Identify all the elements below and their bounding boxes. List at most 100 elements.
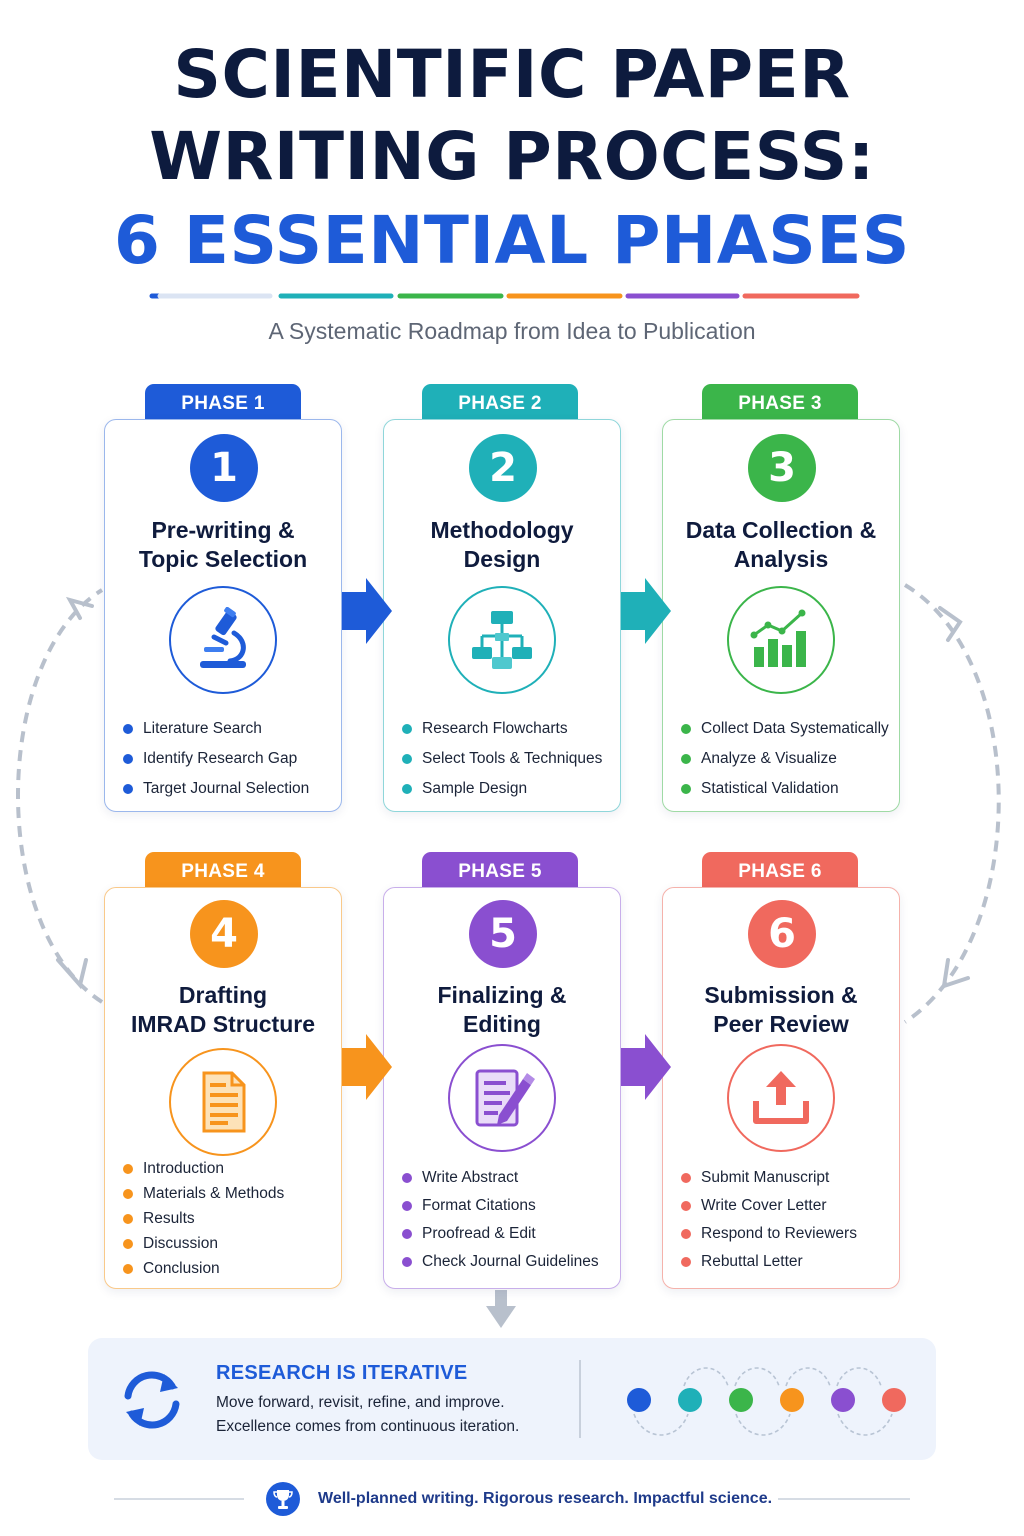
- phase-4-card: 4 Drafting IMRAD Structure Introduction …: [104, 887, 342, 1289]
- bullet: Introduction: [123, 1156, 335, 1181]
- iteration-title: RESEARCH IS ITERATIVE: [216, 1362, 468, 1384]
- phase-4-title: Drafting IMRAD Structure: [105, 981, 341, 1039]
- phase-6-number: 6: [748, 900, 816, 968]
- dot-phase-5: [831, 1388, 855, 1412]
- phase-2-tab: PHASE 2: [422, 384, 578, 424]
- refresh-cycle-icon: [124, 1371, 180, 1429]
- phase-1-card: 1 Pre-writing & Topic Selection Literatu…: [104, 419, 342, 812]
- phase-2-title: Methodology Design: [384, 516, 620, 574]
- phase-4-title-line-2: IMRAD Structure: [130, 1011, 315, 1037]
- arrow-2-to-3: [621, 578, 671, 644]
- phase-2-number: 2: [469, 434, 537, 502]
- phase-2-icon-circle: [448, 586, 556, 694]
- bullet: Respond to Reviewers: [681, 1220, 893, 1248]
- phase-6-bullets: Submit Manuscript Write Cover Letter Res…: [681, 1164, 893, 1276]
- phase-5-bullets: Write Abstract Format Citations Proofrea…: [402, 1164, 614, 1276]
- phase-5-card: 5 Finalizing & Editing Write Abstract Fo…: [383, 887, 621, 1289]
- footer-tagline: Well-planned writing. Rigorous research.…: [318, 1490, 773, 1507]
- bullet: Literature Search: [123, 714, 335, 744]
- down-arrow: [486, 1290, 516, 1328]
- phase-3-title: Data Collection & Analysis: [663, 516, 899, 574]
- phase-1-title-line-2: Topic Selection: [138, 546, 308, 572]
- bullet: Discussion: [123, 1231, 335, 1256]
- bullet: Target Journal Selection: [123, 774, 335, 804]
- arrow-4-to-5: [342, 1034, 392, 1100]
- phase-1-tab: PHASE 1: [145, 384, 301, 424]
- phase-1-title-line-1: Pre-writing &: [151, 517, 295, 543]
- bullet: Materials & Methods: [123, 1181, 335, 1206]
- dot-phase-3: [729, 1388, 753, 1412]
- iteration-panel: RESEARCH IS ITERATIVE Move forward, revi…: [88, 1338, 936, 1460]
- right-cycle-arrow: [903, 583, 1001, 1024]
- phase-1-bullets: Literature Search Identify Research Gap …: [123, 714, 335, 804]
- phase-5-tab: PHASE 5: [422, 852, 578, 892]
- phase-2-title-line-1: Methodology: [430, 517, 574, 543]
- bullet: Write Abstract: [402, 1164, 614, 1192]
- edit-document-icon: [475, 1069, 535, 1127]
- iteration-divider: [579, 1360, 581, 1438]
- bullet: Rebuttal Letter: [681, 1248, 893, 1276]
- bar-chart-icon: [750, 609, 806, 667]
- dot-phase-4: [780, 1388, 804, 1412]
- phase-1-number: 1: [190, 434, 258, 502]
- bullet: Write Cover Letter: [681, 1192, 893, 1220]
- bullet: Statistical Validation: [681, 774, 893, 804]
- left-cycle-arrow: [16, 588, 104, 1004]
- iteration-text-line-1: Move forward, revisit, refine, and impro…: [216, 1394, 505, 1411]
- dot-phase-6: [882, 1388, 906, 1412]
- phase-6-title-line-1: Submission &: [704, 982, 858, 1008]
- phase-4-number: 4: [190, 900, 258, 968]
- phase-4-tab: PHASE 4: [145, 852, 301, 892]
- phase-3-tab: PHASE 3: [702, 384, 858, 424]
- microscope-icon: [200, 607, 246, 668]
- phase-3-title-line-1: Data Collection &: [685, 517, 877, 543]
- bullet: Select Tools & Techniques: [402, 744, 614, 774]
- phase-4-bullets: Introduction Materials & Methods Results…: [123, 1156, 335, 1281]
- phase-2-card: 2 Methodology Design Research Flowcharts…: [383, 419, 621, 812]
- bullet: Sample Design: [402, 774, 614, 804]
- arrow-5-to-6: [621, 1034, 671, 1100]
- title-line-1: SCIENTIFIC PAPER: [173, 36, 851, 113]
- phase-1-icon-circle: [169, 586, 277, 694]
- phase-4-title-line-1: Drafting: [178, 982, 268, 1008]
- subtitle: A Systematic Roadmap from Idea to Public…: [268, 318, 756, 344]
- bullet: Check Journal Guidelines: [402, 1248, 614, 1276]
- upload-icon: [753, 1071, 809, 1124]
- dot-phase-2: [678, 1388, 702, 1412]
- iteration-text-line-2: Excellence comes from continuous iterati…: [216, 1418, 520, 1435]
- phase-6-icon-circle: [727, 1044, 835, 1152]
- phase-4-icon-circle: [169, 1048, 277, 1156]
- document-icon: [202, 1071, 246, 1133]
- bullet: Collect Data Systematically: [681, 714, 893, 744]
- phase-6-title-line-2: Peer Review: [713, 1011, 849, 1037]
- phase-3-title-line-2: Analysis: [733, 546, 829, 572]
- title-line-2: WRITING PROCESS:: [149, 118, 875, 195]
- title-line-3: 6 ESSENTIAL PHASES: [114, 202, 910, 279]
- phase-3-card: 3 Data Collection & Analysis Collect Dat…: [662, 419, 900, 812]
- bullet: Identify Research Gap: [123, 744, 335, 774]
- bullet: Research Flowcharts: [402, 714, 614, 744]
- bullet: Proofread & Edit: [402, 1220, 614, 1248]
- bullet: Format Citations: [402, 1192, 614, 1220]
- bullet: Results: [123, 1206, 335, 1231]
- trophy-icon: [266, 1482, 300, 1516]
- phase-5-icon-circle: [448, 1044, 556, 1152]
- flowchart-icon: [472, 611, 532, 669]
- phase-3-number: 3: [748, 434, 816, 502]
- phase-cycle-dots: [627, 1367, 906, 1436]
- arrow-1-to-2: [342, 578, 392, 644]
- phase-2-title-line-2: Design: [463, 546, 541, 572]
- bullet: Submit Manuscript: [681, 1164, 893, 1192]
- phase-6-title: Submission & Peer Review: [663, 981, 899, 1039]
- bullet: Conclusion: [123, 1256, 335, 1281]
- phase-5-number: 5: [469, 900, 537, 968]
- phase-6-card: 6 Submission & Peer Review Submit Manusc…: [662, 887, 900, 1289]
- phase-1-title: Pre-writing & Topic Selection: [105, 516, 341, 574]
- phase-3-bullets: Collect Data Systematically Analyze & Vi…: [681, 714, 893, 804]
- phase-2-bullets: Research Flowcharts Select Tools & Techn…: [402, 714, 614, 804]
- phase-5-title-line-1: Finalizing &: [437, 982, 567, 1008]
- phase-5-title: Finalizing & Editing: [384, 981, 620, 1039]
- dot-phase-1: [627, 1388, 651, 1412]
- phase-5-title-line-2: Editing: [463, 1011, 541, 1037]
